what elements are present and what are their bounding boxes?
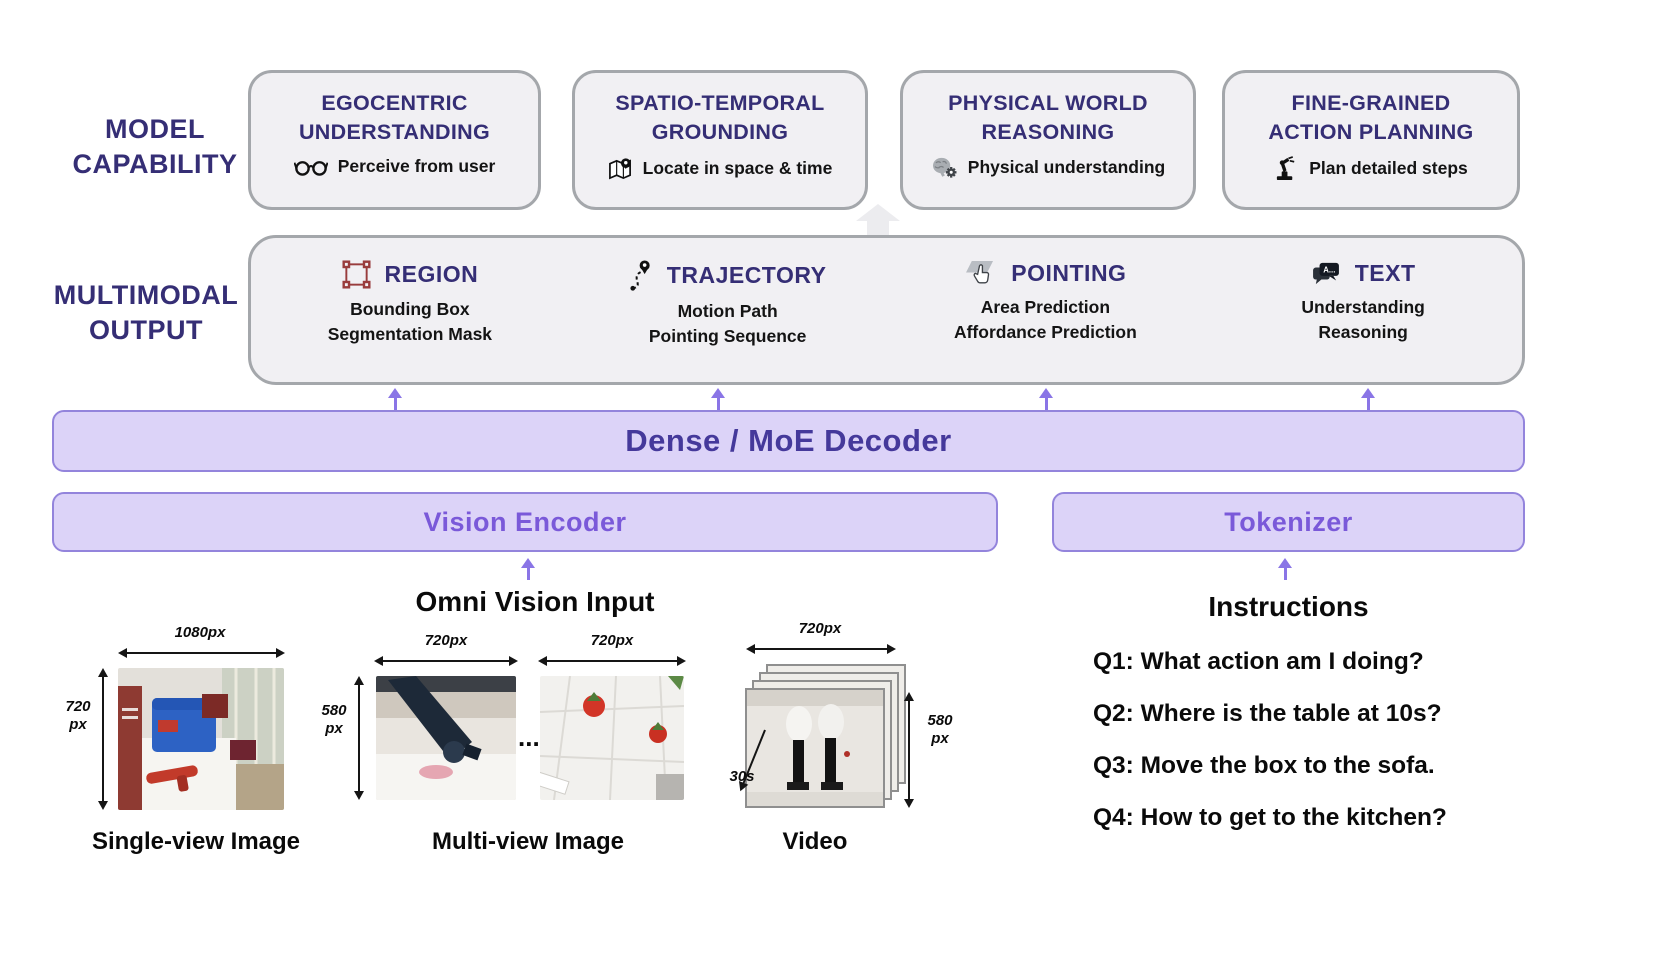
output-title: REGION: [384, 261, 479, 287]
single-view-width-arrow: [118, 648, 285, 658]
capability-title: FINE-GRAINED ACTION PLANNING: [1268, 91, 1474, 145]
video-height-label: 580 px: [927, 712, 953, 747]
capability-desc: Plan detailed steps: [1309, 158, 1468, 179]
output-title: POINTING: [1011, 260, 1127, 286]
multi-view-height-label: 580 px: [321, 702, 347, 737]
capability-desc: Physical understanding: [967, 157, 1166, 178]
single-view-photo: [118, 668, 284, 810]
output-line: Area Prediction: [980, 297, 1111, 317]
map-pin-icon: [608, 156, 633, 181]
capability-card-fine-grained-action-planning: FINE-GRAINED ACTION PLANNING Plan detail…: [1222, 70, 1520, 210]
multi-view-caption: Multi-view Image: [431, 828, 625, 855]
svg-text:A...: A...: [1323, 265, 1335, 274]
output-line: Bounding Box: [350, 299, 470, 319]
video-height-arrow: [904, 692, 914, 808]
single-view-height-arrow: [98, 668, 108, 810]
instructions-title: Instructions: [1208, 591, 1369, 622]
capability-card-physical-world-reasoning: PHYSICAL WORLD REASONING Physical unders…: [900, 70, 1196, 210]
vision-encoder-bar: Vision Encoder: [52, 492, 998, 552]
video-frame-front: [745, 688, 885, 808]
multi-view-width1-arrow: [374, 656, 518, 666]
multi-view-photo-2: [540, 676, 684, 800]
capability-title: EGOCENTRIC UNDERSTANDING: [298, 91, 491, 145]
tokenizer-bar: Tokenizer: [1052, 492, 1525, 552]
multi-view-height-arrow: [354, 676, 364, 800]
output-line: Affordance Prediction: [953, 322, 1137, 343]
instruction-q3: Q3: Move the box to the sofa.: [1093, 752, 1435, 779]
up-arrow: [387, 388, 403, 411]
output-column-region: REGION Bounding Box Segmentation Mask: [251, 238, 569, 382]
pointing-hand-icon: [964, 260, 997, 287]
up-arrow: [710, 388, 726, 411]
multimodal-output-box: REGION Bounding Box Segmentation Mask: [248, 235, 1525, 385]
capability-card-spatio-temporal-grounding: SPATIO-TEMPORAL GROUNDING Locate in spac…: [572, 70, 868, 210]
capability-desc: Locate in space & time: [642, 158, 833, 179]
output-line: Reasoning: [1318, 322, 1408, 343]
single-view-caption: Single-view Image: [91, 828, 301, 855]
output-line: Understanding: [1301, 297, 1425, 317]
multimodal-output-label: MULTIMODAL OUTPUT: [53, 280, 239, 346]
video-width-label: 720px: [798, 620, 842, 637]
robot-arm-icon: [1274, 156, 1299, 181]
brain-gear-icon: [931, 156, 958, 179]
output-line: Pointing Sequence: [648, 326, 807, 347]
up-arrow: [1277, 558, 1293, 581]
chat-bubble-icon: A...: [1311, 262, 1341, 286]
up-arrow: [1038, 388, 1054, 411]
instruction-q1: Q1: What action am I doing?: [1093, 648, 1424, 675]
multi-view-width2-arrow: [538, 656, 686, 666]
omni-vision-input-title: Omni Vision Input: [415, 586, 655, 617]
capability-title: SPATIO-TEMPORAL GROUNDING: [615, 91, 825, 145]
output-column-text: A... TEXT Understanding Reasoning: [1204, 238, 1522, 382]
output-title: TRAJECTORY: [666, 262, 827, 288]
output-line: Segmentation Mask: [327, 324, 493, 345]
decoder-bar: Dense / MoE Decoder: [52, 410, 1525, 472]
up-arrow: [520, 558, 536, 581]
video-width-arrow: [746, 644, 896, 654]
instruction-q4: Q4: How to get to the kitchen?: [1093, 804, 1447, 831]
single-view-height-label: 720 px: [65, 698, 91, 733]
output-line: Motion Path: [677, 301, 778, 321]
multi-view-photo-1: [376, 676, 516, 800]
up-arrow: [1360, 388, 1376, 411]
output-column-pointing: POINTING Area Prediction Affordance Pred…: [887, 238, 1205, 382]
ellipsis: ...: [518, 722, 540, 752]
trajectory-path-icon: [629, 260, 653, 291]
glasses-icon: [293, 157, 328, 176]
instruction-q2: Q2: Where is the table at 10s?: [1093, 700, 1442, 727]
single-view-width-label: 1080px: [174, 624, 226, 641]
capability-card-egocentric-understanding: EGOCENTRIC UNDERSTANDING Perceive from u…: [248, 70, 541, 210]
instructions-list: Q1: What action am I doing? Q2: Where is…: [1093, 648, 1447, 856]
multi-view-width2-label: 720px: [590, 632, 634, 649]
capability-desc: Perceive from user: [337, 156, 496, 177]
model-capability-label: MODEL CAPABILITY: [72, 114, 238, 180]
output-title: TEXT: [1354, 260, 1416, 286]
output-column-trajectory: TRAJECTORY Motion Path Pointing Sequence: [569, 238, 887, 382]
pale-up-arrow: [856, 204, 900, 238]
bounding-box-icon: [341, 260, 371, 289]
multi-view-width1-label: 720px: [424, 632, 468, 649]
capability-title: PHYSICAL WORLD REASONING: [948, 91, 1148, 145]
video-caption: Video: [782, 828, 848, 855]
